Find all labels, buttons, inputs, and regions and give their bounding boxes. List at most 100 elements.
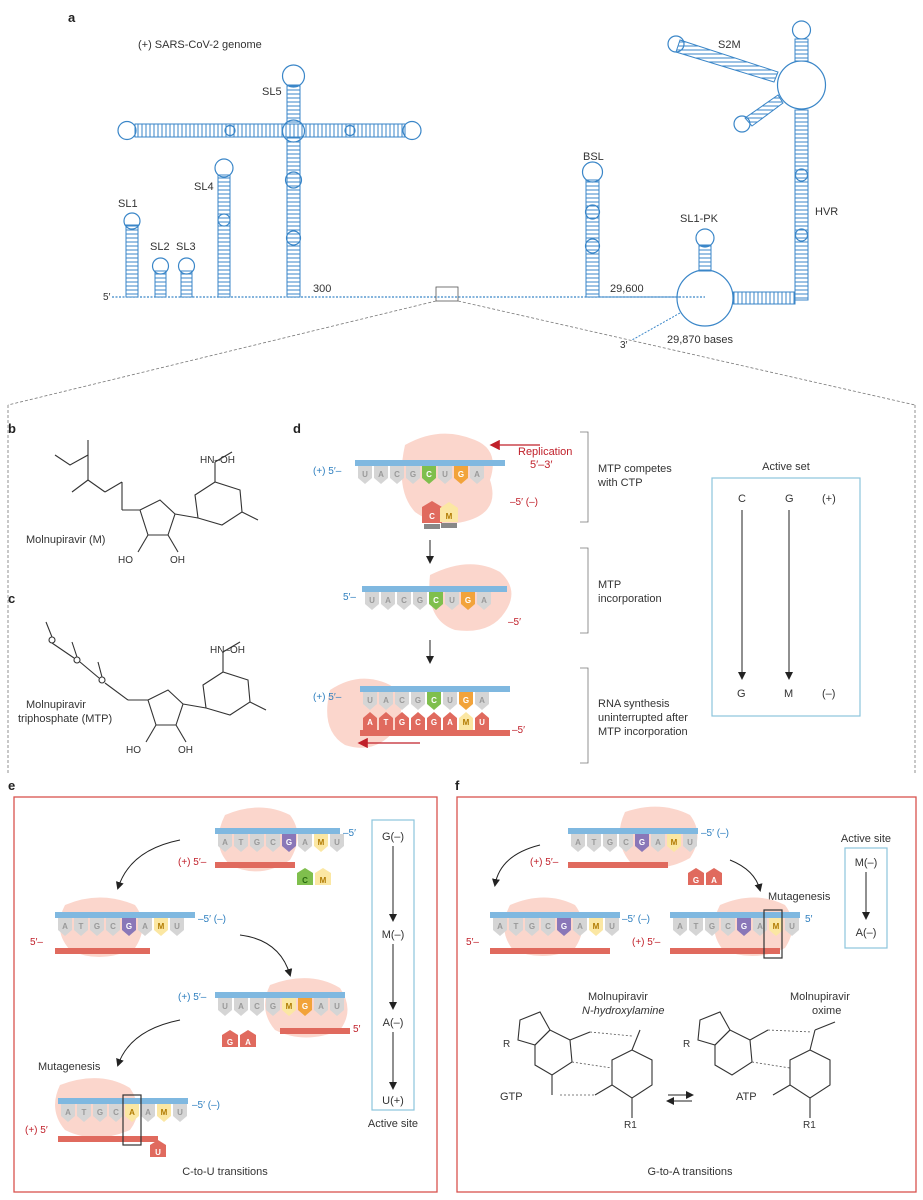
- molnupiravir-ho: HO: [118, 555, 133, 566]
- panel-f-box: [456, 796, 917, 1193]
- nucleotide-letter: A: [378, 470, 384, 479]
- e-plus5-4: (+) 5′: [25, 1125, 48, 1136]
- e-active-site-label: Active site: [368, 1118, 418, 1130]
- stem-loop-sl1: [123, 212, 141, 298]
- svg-text:A: A: [711, 876, 717, 885]
- nucleotide-letter: G: [270, 1002, 276, 1011]
- e-mutation-highlight: [122, 1094, 142, 1146]
- nucleotide-letter: G: [126, 922, 132, 931]
- nucleotide-tile: [459, 692, 473, 710]
- nucleotide-tile: [587, 834, 601, 852]
- nucleotide-tile: [411, 692, 425, 710]
- nucleotide-letter: C: [415, 718, 421, 727]
- nucleotide-tile: [266, 998, 280, 1016]
- nucleotide-letter: G: [458, 470, 464, 479]
- nucleotide-letter: A: [238, 1002, 244, 1011]
- active-set-box: [711, 477, 861, 717]
- e-active-site-box: [371, 819, 415, 1111]
- f-site-m: M(–): [855, 857, 878, 869]
- nucleotide-letter: T: [592, 838, 597, 847]
- nucleotide-tile: [58, 918, 72, 936]
- nucleotide-tile: [170, 918, 184, 936]
- nucleotide-letter: U: [449, 596, 455, 605]
- e-minus5-minus-2: –5′ (–): [198, 914, 226, 925]
- nucleotide-letter: U: [442, 470, 448, 479]
- nucleotide-tile: [413, 592, 427, 610]
- nucleotide-letter: U: [479, 718, 485, 727]
- nucleotide-tile: [571, 834, 585, 852]
- nucleotide-tile: [461, 592, 475, 610]
- nucleotide-letter: U: [369, 596, 375, 605]
- nucleotide-letter: G: [415, 696, 421, 705]
- nucleotide-tile: [459, 712, 473, 730]
- molnupiravir-name: Molnupiravir (M): [26, 534, 105, 546]
- e-site-g: G(–): [382, 831, 404, 843]
- step1-line2: with CTP: [597, 477, 643, 489]
- nucleotide-tile: [298, 834, 312, 852]
- svg-text:U: U: [155, 1148, 161, 1157]
- five-prime-end: 5′: [103, 292, 111, 303]
- nucleotide-tile: [358, 466, 372, 484]
- nucleotide-tile: [443, 692, 457, 710]
- f-active-site-box: [844, 847, 888, 949]
- panel-e-box: [13, 796, 438, 1193]
- nucleotide-tile: [651, 834, 665, 852]
- nucleotide-letter: A: [577, 922, 583, 931]
- svg-text:M: M: [320, 876, 327, 885]
- nucleotide-letter: A: [383, 696, 389, 705]
- zoom-box: [435, 286, 459, 302]
- mtp-structure: [45, 621, 267, 743]
- d-dash5-2: –5′: [508, 617, 521, 628]
- f-atp: ATP: [736, 1091, 757, 1103]
- f-gtp: GTP: [500, 1091, 523, 1103]
- replication-direction: 5′–3′: [530, 459, 552, 471]
- nucleotide-letter: C: [270, 838, 276, 847]
- nucleotide-tile: [605, 918, 619, 936]
- nucleotide-letter: A: [447, 718, 453, 727]
- nucleotide-tile: [363, 712, 377, 730]
- nucleotide-tile: [157, 1104, 171, 1122]
- nucleotide-letter: U: [367, 696, 373, 705]
- nucleotide-tile: [427, 712, 441, 730]
- nucleotide-tile: [363, 692, 377, 710]
- nucleotide-letter: G: [639, 838, 645, 847]
- e-minus5-minus-4: –5′ (–): [192, 1100, 220, 1111]
- nucleotide-letter: G: [94, 922, 100, 931]
- nucleotide-letter: M: [773, 922, 780, 931]
- stem-loop-sl3: [177, 257, 196, 298]
- nucleotide-tile: [406, 466, 420, 484]
- nucleotide-letter: A: [757, 922, 763, 931]
- nucleotide-tile: [785, 918, 799, 936]
- nucleotide-tile: [250, 998, 264, 1016]
- f-active-site-label: Active site: [841, 833, 891, 845]
- nucleotide-tile: [106, 918, 120, 936]
- nucleotide-tile: [422, 466, 436, 484]
- nucleotide-tile: [218, 998, 232, 1016]
- nucleotide-tile: [443, 712, 457, 730]
- svg-text:A: A: [245, 1038, 251, 1047]
- nucleotide-tile: [234, 834, 248, 852]
- nucleotide-tile: [330, 834, 344, 852]
- nucleotide-tile: [282, 834, 296, 852]
- nucleotide-tile: [314, 834, 328, 852]
- nucleotide-tile: [541, 918, 555, 936]
- nucleotide-tile: [721, 918, 735, 936]
- active-set-minus: (–): [822, 688, 835, 700]
- nucleotide-letter: T: [239, 838, 244, 847]
- template-strand-3: [360, 686, 510, 692]
- nucleotide-tile: [705, 918, 719, 936]
- position-300: 300: [313, 283, 331, 295]
- nucleotide-tile: [525, 918, 539, 936]
- nucleotide-tile: [173, 1104, 187, 1122]
- svg-text:G: G: [227, 1038, 233, 1047]
- nucleotide-letter: C: [401, 596, 407, 605]
- nucleotide-letter: M: [593, 922, 600, 931]
- nucleotide-letter: U: [789, 922, 795, 931]
- nucleotide-letter: A: [367, 718, 373, 727]
- nucleotide-letter: C: [433, 596, 439, 605]
- nucleotide-letter: G: [302, 1002, 308, 1011]
